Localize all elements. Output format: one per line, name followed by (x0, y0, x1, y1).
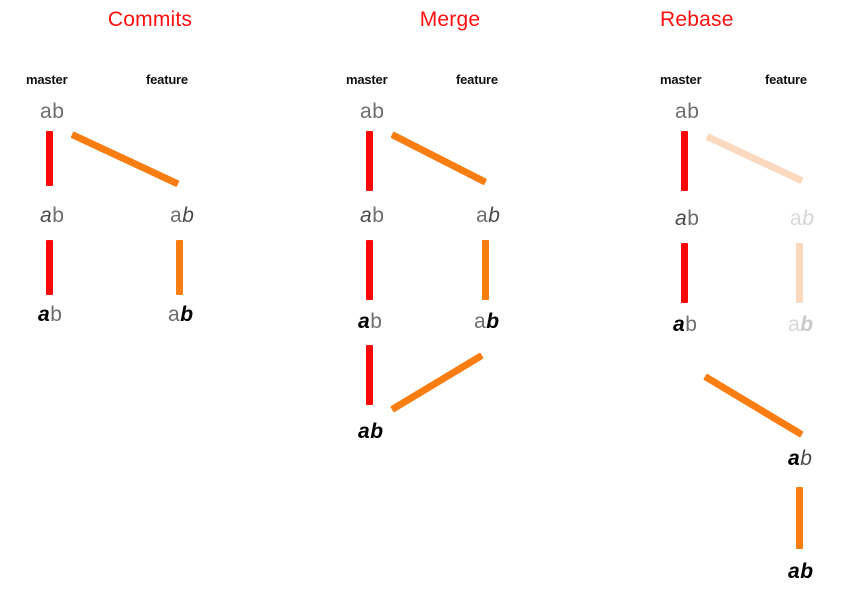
node-commit: ab (474, 311, 500, 332)
node-rebased-commit: ab (788, 561, 814, 582)
branch-label-feature: feature (146, 72, 188, 87)
glyph-b: b (370, 420, 384, 443)
glyph-b: b (685, 313, 698, 336)
panel-title-merge: Merge (419, 8, 481, 31)
node-commit-faded: ab (788, 314, 814, 335)
edge-faded-feature (796, 243, 803, 303)
node-rebased-commit: ab (788, 448, 812, 469)
glyph-a: a (675, 100, 688, 123)
node-commit: ab (476, 205, 500, 226)
branch-label-feature: feature (456, 72, 498, 87)
edge-merge-feature-master (390, 352, 484, 413)
edge-master-1-2 (46, 240, 53, 295)
glyph-a: a (40, 204, 53, 227)
node-commit: ab (675, 208, 699, 229)
edge-faded-branch (705, 133, 804, 185)
glyph-a: a (40, 100, 53, 123)
glyph-b: b (486, 310, 500, 333)
edge-master-2-3 (366, 345, 373, 405)
panel-rebase: Rebase master feature ab ab ab ab ab ab … (600, 0, 855, 606)
node-commit-faded: ab (790, 208, 814, 229)
node-commit: ab (675, 101, 699, 122)
panel-commits: Commits master feature ab ab ab ab ab (0, 0, 300, 606)
node-commit: ab (40, 101, 64, 122)
glyph-a: a (788, 447, 801, 470)
branch-label-master: master (660, 72, 702, 87)
node-commit: ab (360, 205, 384, 226)
glyph-b: b (182, 204, 195, 227)
glyph-a: a (358, 310, 371, 333)
glyph-b: b (370, 310, 383, 333)
glyph-b: b (372, 100, 385, 123)
glyph-a: a (673, 313, 686, 336)
edge-master-1-2 (366, 240, 373, 300)
edge-rebase-master-feature (703, 373, 804, 438)
glyph-b: b (488, 204, 501, 227)
glyph-b: b (180, 303, 194, 326)
glyph-a: a (360, 100, 373, 123)
node-commit: ab (673, 314, 697, 335)
edge-master-0-1 (366, 131, 373, 191)
panel-title-rebase: Rebase (660, 8, 734, 31)
glyph-a: a (38, 303, 51, 326)
glyph-a: a (476, 204, 489, 227)
edge-feature-1-2 (176, 240, 183, 295)
glyph-a: a (675, 207, 688, 230)
glyph-b: b (687, 100, 700, 123)
edge-branch-master-feature (70, 131, 180, 188)
glyph-a: a (170, 204, 183, 227)
edge-feature-1-2 (482, 240, 489, 300)
node-commit: ab (358, 311, 382, 332)
glyph-a: a (788, 560, 801, 583)
panel-title-commits: Commits (107, 8, 193, 31)
glyph-a: a (360, 204, 373, 227)
node-commit: ab (360, 101, 384, 122)
edge-branch-master-feature (390, 131, 488, 186)
glyph-b: b (372, 204, 385, 227)
glyph-a: a (790, 207, 803, 230)
branch-label-feature: feature (765, 72, 807, 87)
edge-master-1-2 (681, 243, 688, 303)
node-commit: ab (40, 205, 64, 226)
glyph-b: b (800, 447, 813, 470)
node-commit: ab (170, 205, 194, 226)
node-commit: ab (168, 304, 194, 325)
glyph-b: b (800, 560, 814, 583)
glyph-b: b (52, 204, 65, 227)
glyph-a: a (788, 313, 801, 336)
panel-merge: Merge master feature ab ab ab ab ab ab (300, 0, 600, 606)
edge-feature-3-4 (796, 487, 803, 549)
glyph-b: b (687, 207, 700, 230)
glyph-a: a (358, 420, 371, 443)
glyph-b: b (800, 313, 814, 336)
edge-master-0-1 (46, 131, 53, 186)
glyph-a: a (168, 303, 181, 326)
branch-label-master: master (26, 72, 68, 87)
glyph-b: b (52, 100, 65, 123)
node-commit: ab (38, 304, 62, 325)
glyph-b: b (802, 207, 815, 230)
node-merge-commit: ab (358, 421, 384, 442)
edge-master-0-1 (681, 131, 688, 191)
glyph-b: b (50, 303, 63, 326)
glyph-a: a (474, 310, 487, 333)
branch-label-master: master (346, 72, 388, 87)
